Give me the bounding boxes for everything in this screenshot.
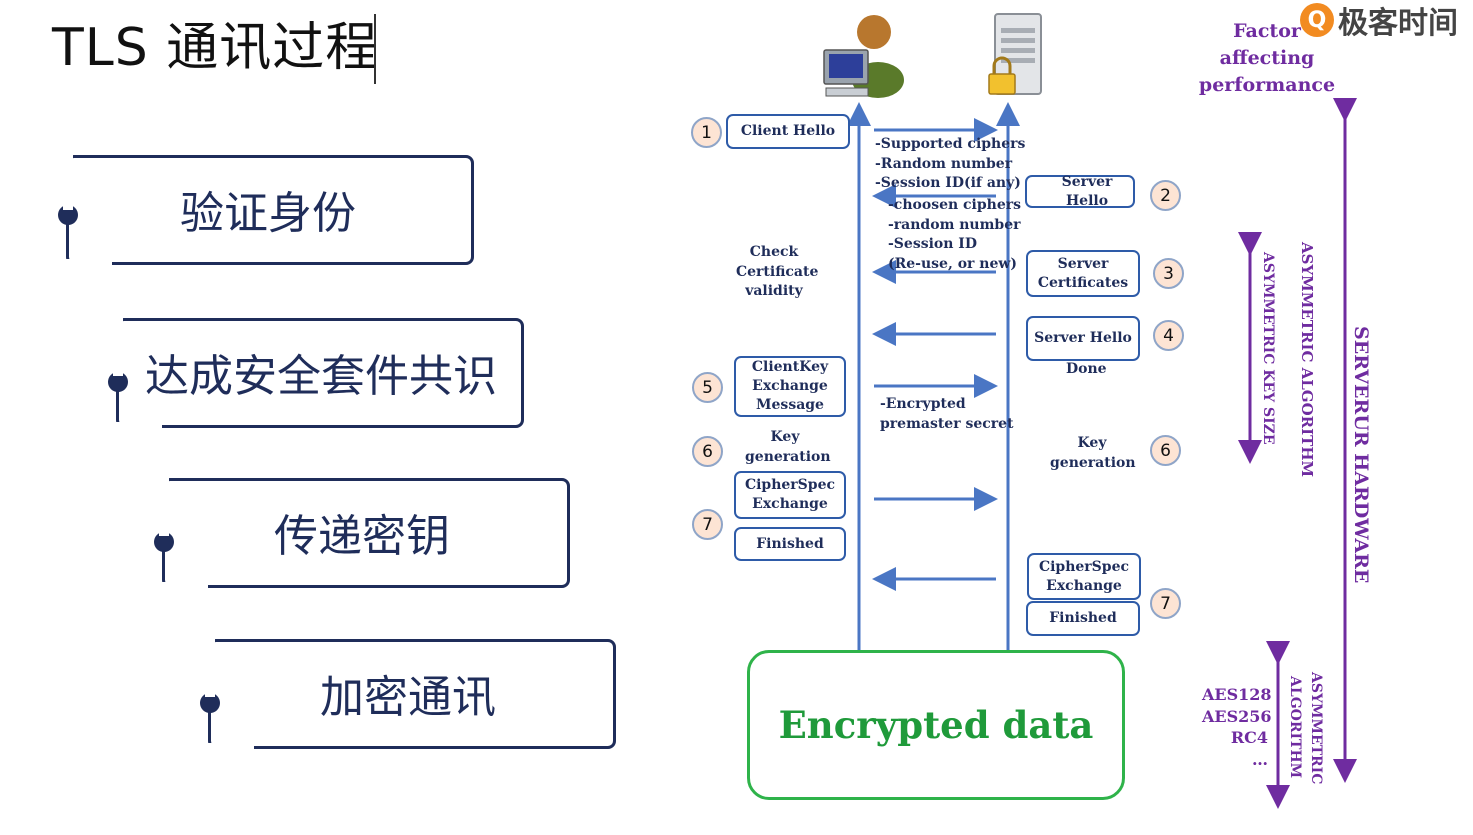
detail-line: -Session ID(if any)	[875, 175, 1021, 191]
server-cipherspec-box: CipherSpec Exchange	[1027, 553, 1141, 600]
asym-algorithm-label: ASYMMETRIC ALGORITHM	[1298, 242, 1316, 478]
step-number: 7	[1150, 588, 1181, 619]
client-key-exchange-box: ClientKey Exchange Message	[734, 356, 846, 417]
client-computer-icon	[823, 15, 904, 98]
server-hello-done-label: Done	[1066, 361, 1107, 377]
detail-line: -Session ID	[888, 236, 977, 252]
server-hello-done-box: Server Hello	[1026, 316, 1140, 361]
brand-logo: Q 极客时间	[1300, 0, 1473, 41]
step-label: 验证身份	[180, 188, 356, 239]
step-bullet	[58, 205, 78, 225]
cipher-item: RC4	[1230, 728, 1268, 747]
algorithm-label: ALGORITHM	[1287, 676, 1303, 779]
step-number: 6	[1150, 435, 1181, 466]
server-hello-details: -choosen ciphers -random number -Session…	[888, 196, 1021, 274]
step-number: 3	[1153, 258, 1184, 289]
factor-header-line: performance	[1198, 74, 1336, 96]
server-finished-box: Finished	[1026, 601, 1140, 636]
step-number: 7	[692, 509, 723, 540]
factor-header-line: Factor affecting	[1219, 20, 1315, 69]
cipher-item: AES128	[1202, 685, 1272, 704]
asym-key-size-label: ASYMMETRIC KEY SIZE	[1260, 252, 1276, 445]
client-key-generation-note: Key generation	[745, 429, 831, 465]
cipher-item: …	[1252, 749, 1268, 769]
server-lock-icon	[988, 13, 1042, 95]
brand-logo-text: 极客时间	[1338, 6, 1458, 41]
step-number: 4	[1153, 320, 1184, 351]
detail-line: premaster secret	[880, 415, 1014, 432]
detail-line: -choosen ciphers	[888, 197, 1022, 213]
step-item-3: 传递密钥	[154, 478, 570, 590]
step-bullet	[154, 532, 174, 552]
server-certificates-box: Server Certificates	[1026, 250, 1140, 297]
factor-header: Factor affecting performance	[1186, 18, 1348, 99]
step-bullet	[108, 372, 128, 392]
page-title: TLS 通讯过程	[52, 18, 379, 78]
step-number: 2	[1150, 180, 1181, 211]
detail-line: -Supported ciphers	[875, 136, 1026, 152]
step-bullet	[200, 693, 220, 713]
symmetric-cipher-list: AES128 AES256 RC4 …	[1202, 684, 1272, 770]
server-hello-box: Server Hello	[1025, 174, 1135, 209]
detail-line: (Re-use, or new)	[888, 255, 1018, 272]
step-item-1: 验证身份	[58, 155, 474, 267]
client-hello-box: Client Hello	[726, 114, 850, 149]
client-hello-details: -Supported ciphers -Random number -Sessi…	[875, 135, 1025, 194]
detail-line: -Random number	[875, 155, 1013, 172]
step-label: 达成安全套件共识	[145, 351, 497, 402]
cipher-item: AES256	[1202, 706, 1272, 726]
step-number: 6	[692, 436, 723, 467]
brand-logo-icon: Q	[1300, 3, 1334, 37]
text-cursor	[374, 14, 376, 84]
step-label: 加密通讯	[320, 672, 496, 723]
client-finished-box: Finished	[734, 527, 846, 561]
asymmetric-label: ASYMMETRIC	[1308, 672, 1324, 785]
detail-line: -Encrypted	[880, 396, 966, 412]
server-key-generation-note: Key generation	[1050, 435, 1136, 471]
step-item-2: 达成安全套件共识	[108, 318, 524, 430]
encrypted-data-box: Encrypted data	[747, 650, 1125, 800]
check-certificate-note: Check Certificate validity	[736, 244, 819, 299]
step-item-4: 加密通讯	[200, 639, 616, 751]
step-number: 5	[692, 372, 723, 403]
step-label: 传递密钥	[274, 511, 450, 562]
server-hardware-label: SERVERUR HARDWARE	[1350, 326, 1372, 584]
client-cipherspec-box: CipherSpec Exchange	[734, 471, 846, 519]
premaster-details: -Encrypted premaster secret	[880, 395, 1014, 434]
step-number: 1	[691, 117, 722, 148]
detail-line: -random number	[888, 216, 1021, 233]
